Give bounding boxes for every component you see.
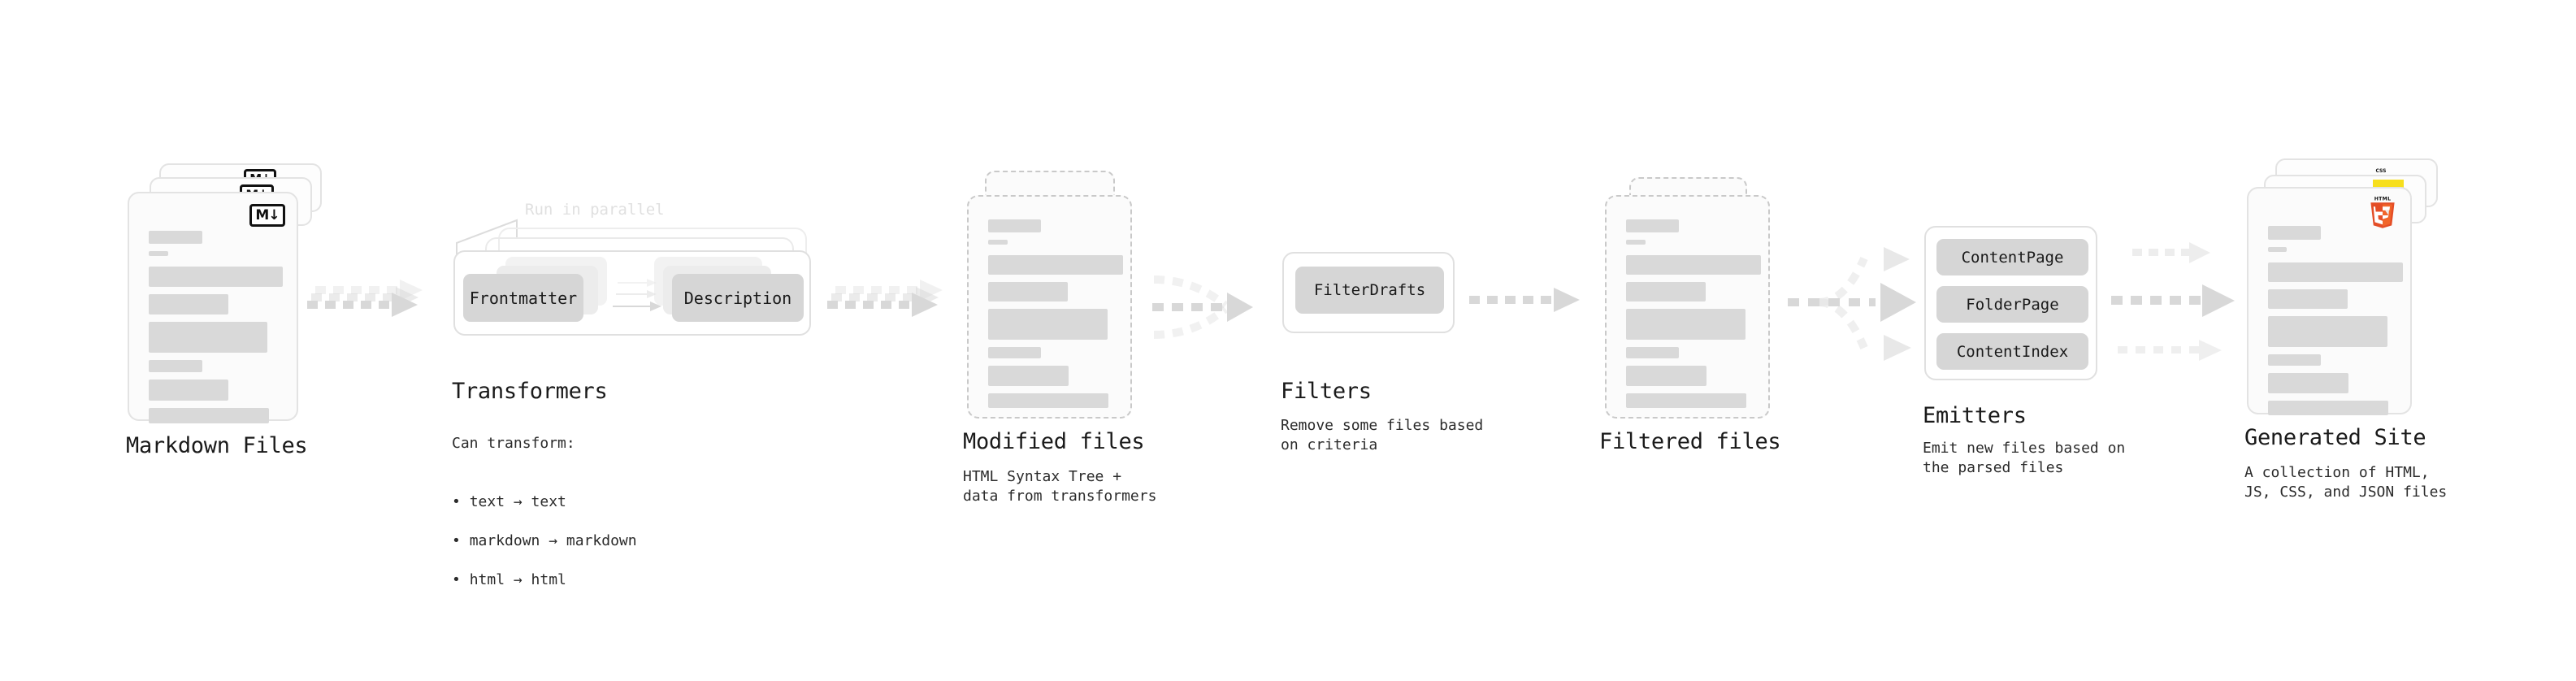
transformers-bullet-list: text → text markdown → markdown html → h… <box>452 473 637 609</box>
placeholder-bar <box>988 309 1108 340</box>
placeholder-bar <box>2268 316 2387 347</box>
filter-chip-filterdrafts[interactable]: FilterDrafts <box>1295 267 1444 314</box>
stage-desc-transformers: Can transform: text → text markdown → ma… <box>452 414 637 629</box>
placeholder-bar <box>149 408 269 423</box>
placeholder-bar <box>1626 282 1706 301</box>
svg-text:HTML: HTML <box>2374 196 2392 202</box>
run-in-parallel-bracket <box>456 219 518 258</box>
placeholder-bar <box>988 282 1068 301</box>
placeholder-bar <box>1626 309 1746 340</box>
html5-icon: HTML <box>2370 196 2395 228</box>
site-placeholder-bars <box>2268 226 2403 423</box>
stage-title-transformers: Transformers <box>452 379 608 404</box>
placeholder-bar <box>149 231 202 244</box>
placeholder-bar <box>2268 289 2348 309</box>
placeholder-bar <box>149 294 228 314</box>
emitter-chip-folderpage[interactable]: FolderPage <box>1936 286 2088 323</box>
arrow-markdown-to-transformers <box>307 280 423 317</box>
emitter-chip-contentindex[interactable]: ContentIndex <box>1936 333 2088 370</box>
placeholder-bar <box>149 267 283 287</box>
placeholder-bar <box>2268 373 2348 393</box>
filtered-placeholder-bars <box>1626 219 1761 415</box>
placeholder-bar <box>2268 401 2388 415</box>
stage-title-filters: Filters <box>1281 379 1372 404</box>
placeholder-bar <box>1626 219 1679 232</box>
markdown-placeholder-bars <box>149 231 283 431</box>
arrow-transformers-to-modified <box>827 280 943 317</box>
placeholder-bar <box>1626 255 1761 275</box>
transformer-chip-frontmatter[interactable]: Frontmatter <box>463 274 583 322</box>
placeholder-bar <box>1626 240 1646 245</box>
transformers-bullet: html → html <box>452 570 637 590</box>
markdown-icon: M↓ <box>249 204 285 227</box>
placeholder-bar <box>1626 347 1679 358</box>
stage-desc-filters: Remove some files based on criteria <box>1281 417 1484 453</box>
arrow-modified-to-filters <box>1152 275 1253 339</box>
placeholder-bar <box>2268 247 2287 252</box>
css-icon-label: CSS <box>2375 168 2387 174</box>
stage-title-markdown-files: Markdown Files <box>126 433 308 458</box>
placeholder-bar <box>988 219 1041 232</box>
stage-title-generated-site: Generated Site <box>2244 425 2426 450</box>
arrow-filtered-to-emitters <box>1788 247 1916 361</box>
placeholder-bar <box>2268 354 2321 366</box>
placeholder-bar <box>149 360 202 372</box>
stage-desc-generated-site: A collection of HTML, JS, CSS, and JSON … <box>2244 464 2448 501</box>
filtered-card-front <box>1605 195 1770 419</box>
transformer-chip-description[interactable]: Description <box>672 274 804 322</box>
transformers-desc-lead: Can transform: <box>452 435 575 452</box>
transformer-inner-arrows <box>613 279 661 311</box>
placeholder-bar <box>988 255 1123 275</box>
modified-card-front <box>967 195 1132 419</box>
stage-title-filtered-files: Filtered files <box>1599 429 1781 454</box>
arrow-filters-to-filtered <box>1469 288 1580 312</box>
placeholder-bar <box>1626 366 1706 386</box>
run-in-parallel-label: Run in parallel <box>525 201 665 219</box>
placeholder-bar <box>149 322 267 353</box>
site-card-front: HTML <box>2247 187 2412 415</box>
placeholder-bar <box>149 380 228 401</box>
filters-box: FilterDrafts <box>1282 252 1455 333</box>
stage-desc-modified-files: HTML Syntax Tree + data from transformer… <box>963 468 1157 505</box>
stage-title-modified-files: Modified files <box>963 429 1145 454</box>
placeholder-bar <box>988 366 1069 386</box>
transformers-bullet: text → text <box>452 492 637 512</box>
modified-placeholder-bars <box>988 219 1123 415</box>
stage-desc-emitters: Emit new files based on the parsed files <box>1923 440 2126 476</box>
placeholder-bar <box>2268 262 2403 282</box>
placeholder-bar <box>988 240 1008 245</box>
transformers-bullet: markdown → markdown <box>452 531 637 551</box>
placeholder-bar <box>988 393 1108 408</box>
placeholder-bar <box>2268 226 2321 240</box>
emitter-chip-contentpage[interactable]: ContentPage <box>1936 239 2088 275</box>
markdown-card-front: M↓ <box>128 192 298 423</box>
stage-title-emitters: Emitters <box>1923 403 2027 428</box>
placeholder-bar <box>1626 393 1746 408</box>
placeholder-bar <box>149 251 168 256</box>
placeholder-bar <box>988 347 1041 358</box>
emitters-box: ContentPage FolderPage ContentIndex <box>1924 226 2097 380</box>
arrow-emitters-to-site <box>2111 242 2235 361</box>
